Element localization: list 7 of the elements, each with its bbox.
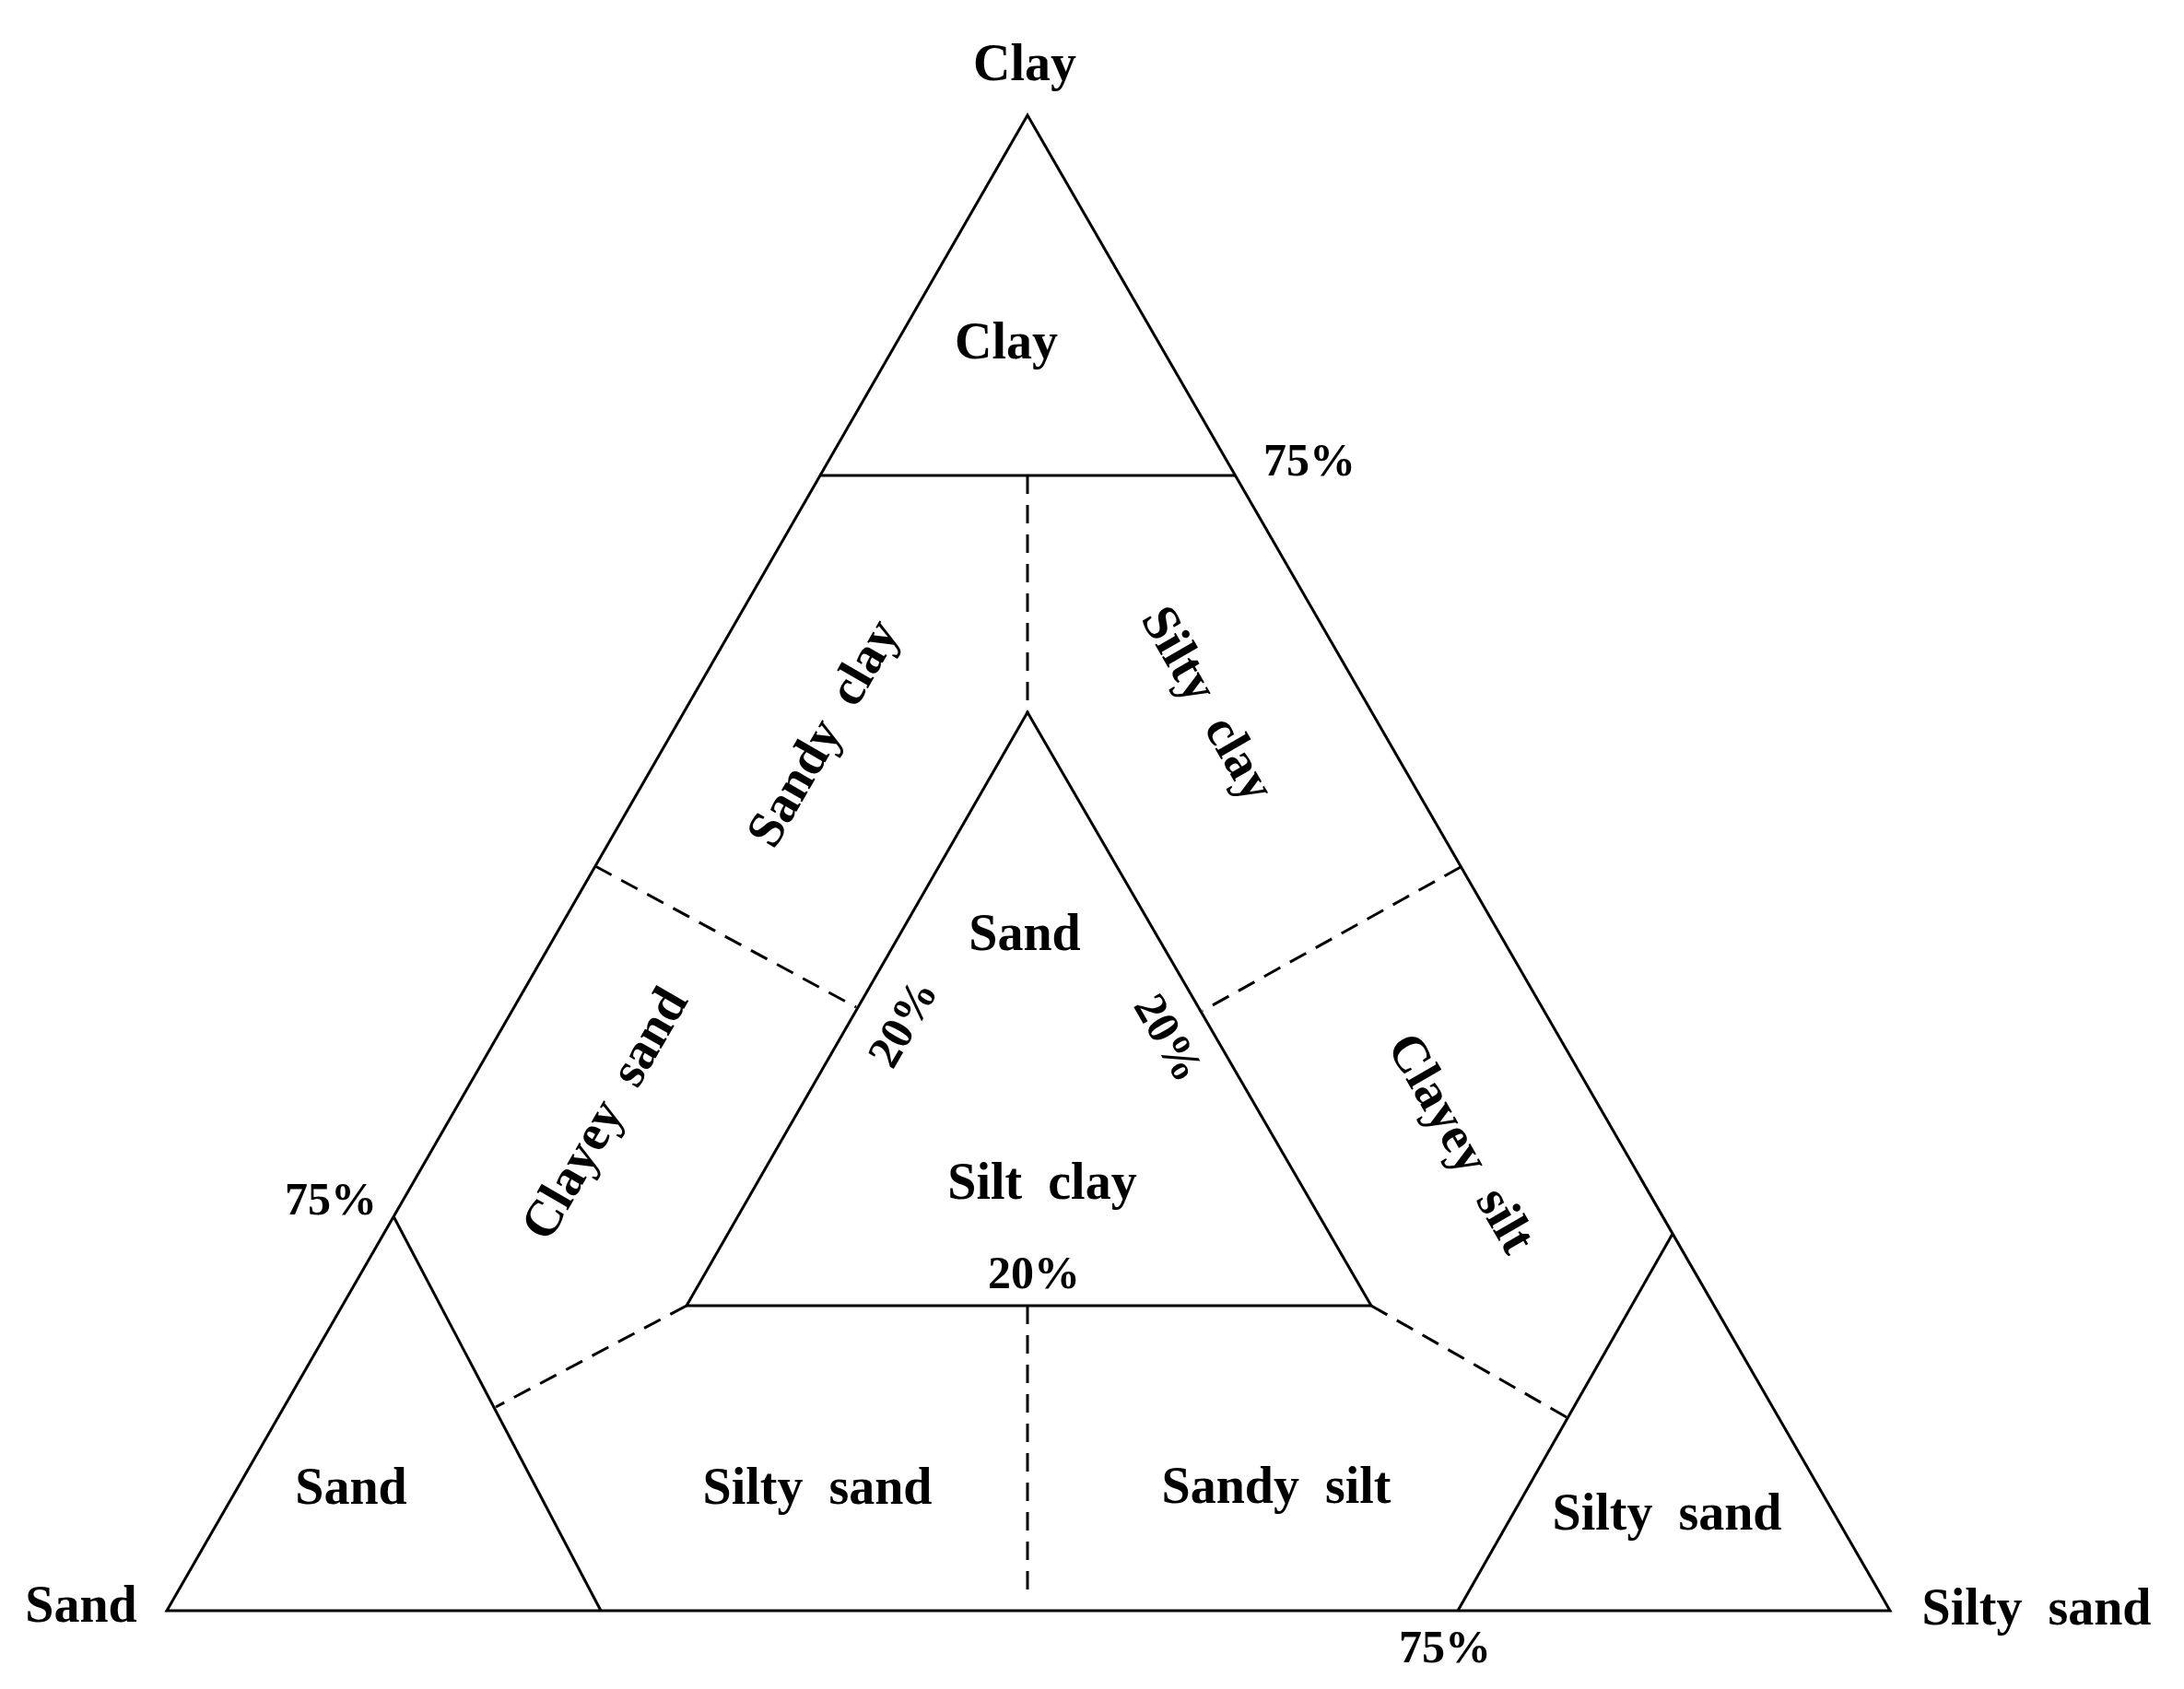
zone-label: Sand xyxy=(295,1460,407,1512)
vertex-label: Sand xyxy=(25,1578,137,1630)
percent-label: 75% xyxy=(1263,437,1356,483)
percent-label: 75% xyxy=(285,1176,377,1222)
percent-label: 75% xyxy=(1399,1624,1491,1670)
zone-label: Sand xyxy=(969,907,1081,958)
percent-label: 20% xyxy=(988,1249,1080,1296)
